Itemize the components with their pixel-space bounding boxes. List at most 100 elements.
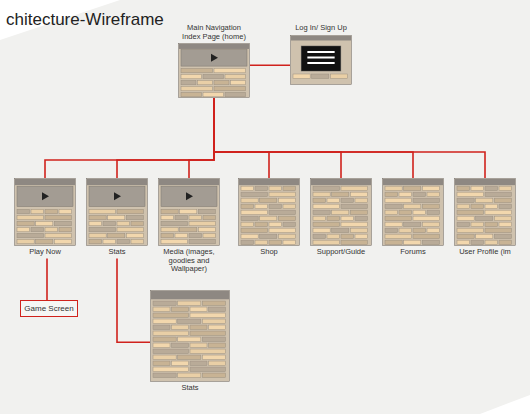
wireframe-block [202, 373, 225, 378]
wireframe-block [36, 239, 53, 244]
wireframe-block [413, 210, 426, 215]
wireframe-block [108, 233, 125, 238]
connector-line [189, 98, 214, 178]
wireframe-block [494, 198, 511, 203]
wireframe-block [108, 215, 125, 220]
wireframe-block [313, 216, 326, 221]
wireframe-block [241, 234, 258, 239]
wireframe-block [350, 210, 367, 215]
wireframe-block [413, 192, 426, 197]
wireframe-block [307, 51, 334, 53]
diagram-title: chitecture-Wireframe [6, 10, 164, 30]
wireframe-block [341, 234, 354, 239]
wireframe-block [231, 80, 246, 85]
wireframe-block [313, 210, 330, 215]
wireframe-block [494, 216, 511, 221]
wireframe-block [485, 192, 512, 197]
wireframe-block [241, 198, 258, 203]
wireframe-sketch [150, 290, 230, 382]
wireframe-block [175, 215, 188, 220]
wireframe-block [153, 301, 176, 306]
wireframe-block [269, 210, 296, 215]
wireframe-block [241, 222, 254, 227]
wireframe-block [291, 36, 351, 41]
wireframe-block [471, 204, 484, 209]
wireframe-block [117, 239, 130, 244]
wireframe-block [269, 192, 296, 197]
wireframe-block [291, 35, 352, 84]
wireframe-block [241, 192, 268, 197]
wireframe-block [161, 209, 178, 214]
wireframe-block [54, 221, 71, 226]
wireframe-block [313, 204, 340, 209]
wireframe-block [476, 216, 493, 221]
wireframe-block [198, 209, 215, 214]
wireframe-block [422, 204, 439, 209]
page-label: Play Now [14, 248, 76, 257]
wireframe-block [427, 228, 440, 233]
wireframe-block [241, 216, 258, 221]
wireframe-block [179, 44, 249, 49]
wireframe-block [190, 331, 226, 336]
wireframe-block [278, 216, 295, 221]
wireframe-sketch [238, 178, 300, 246]
wireframe-block [190, 313, 226, 318]
wireframe-block [260, 216, 277, 221]
wireframe-block [385, 204, 402, 209]
wireframe-thumbnail [311, 179, 372, 246]
wireframe-block [241, 228, 268, 233]
wireframe-block [476, 234, 493, 239]
wireframe-block [153, 349, 189, 354]
wireframe-block [341, 198, 354, 203]
wireframe-thumbnail [455, 179, 516, 246]
wireframe-block [45, 227, 58, 232]
wireframe-block [202, 301, 225, 306]
wireframe-block [332, 210, 349, 215]
wireframe-block [485, 222, 498, 227]
wireframe-block [89, 209, 116, 214]
wireframe-block [293, 74, 310, 79]
wireframe-block [255, 240, 268, 245]
wireframe-block [457, 204, 470, 209]
wireframe-block [161, 186, 217, 206]
wireframe-block [311, 179, 372, 246]
wireframe-block [214, 68, 246, 73]
wireframe-block [17, 186, 73, 206]
wireframe-block [278, 234, 295, 239]
wireframe-block [499, 240, 512, 245]
wireframe-block [89, 233, 106, 238]
page-label: Shop [238, 248, 300, 257]
wireframe-block [471, 186, 484, 191]
wireframe-block [225, 74, 246, 79]
wireframe-block [153, 367, 189, 372]
wireframe-block [413, 228, 426, 233]
wireframe-block [422, 186, 439, 191]
wireframe-thumbnail [179, 44, 250, 98]
wireframe-block [330, 74, 347, 79]
wireframe-page: Stats [86, 178, 148, 259]
wireframe-block [198, 227, 215, 232]
wireframe-block [260, 198, 277, 203]
wireframe-page: Play Now [14, 178, 76, 259]
wireframe-block [399, 210, 412, 215]
wireframe-block [455, 179, 515, 185]
wireframe-block [404, 204, 421, 209]
wireframe-block [131, 239, 144, 244]
wireframe-block [341, 240, 368, 245]
wireframe-block [313, 222, 340, 227]
wireframe-block [89, 186, 145, 206]
wireframe-block [413, 216, 440, 221]
wireframe-block [269, 186, 282, 191]
wireframe-block [45, 233, 72, 238]
wireframe-block [15, 179, 75, 185]
wireframe-block [198, 80, 213, 85]
wireframe-block [385, 240, 402, 245]
wireframe-thumbnail [383, 179, 444, 246]
wireframe-block [31, 209, 44, 214]
wireframe-block [181, 74, 202, 79]
wireframe-block [178, 373, 201, 378]
wireframe-block [209, 343, 226, 348]
wireframe-block [178, 319, 201, 324]
wireframe-block [385, 198, 412, 203]
wireframe-thumbnail [159, 179, 220, 246]
